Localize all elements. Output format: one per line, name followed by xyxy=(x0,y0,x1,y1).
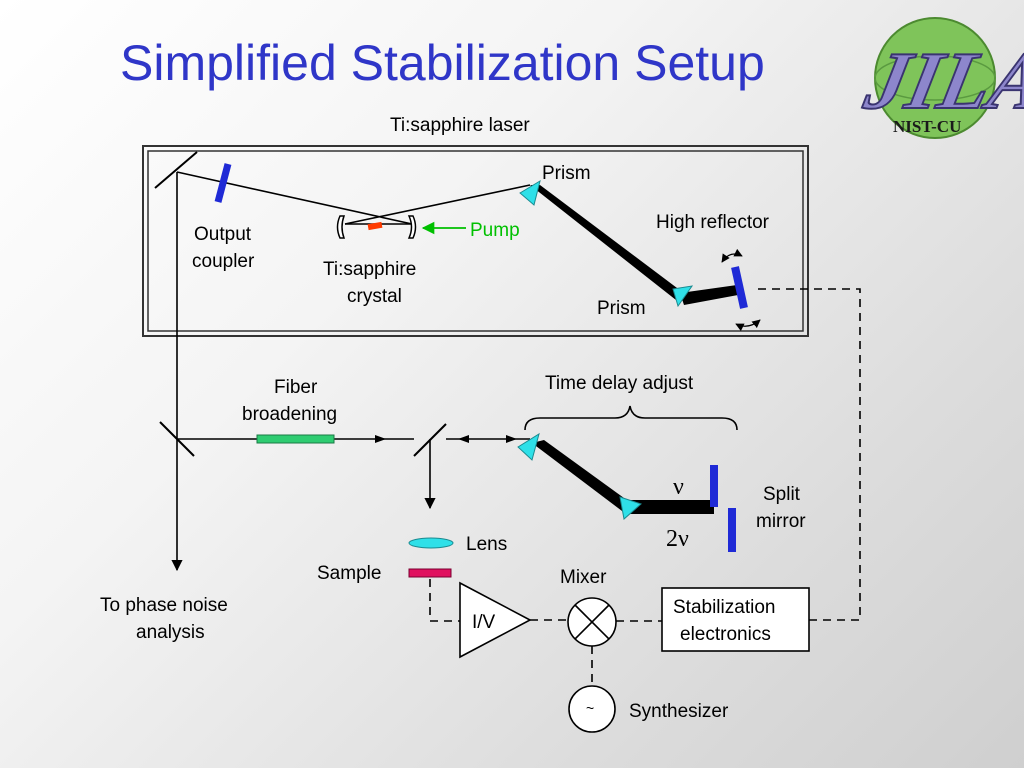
jila-logo: JILA NIST-CU xyxy=(856,17,1024,139)
prism-delay-1 xyxy=(517,432,540,461)
split-mirror-label-2: mirror xyxy=(756,511,806,532)
synthesizer xyxy=(568,685,616,733)
time-delay-label: Time delay adjust xyxy=(545,373,694,394)
two-nu-label: 2ν xyxy=(666,526,689,552)
mixer xyxy=(567,597,617,647)
split-mirror-label-1: Split xyxy=(763,484,801,505)
crystal-label-2: crystal xyxy=(347,286,402,307)
prism-bottom-label: Prism xyxy=(597,298,646,319)
output-coupler-label-2: coupler xyxy=(192,251,255,272)
lens-label: Lens xyxy=(466,534,507,555)
fiber xyxy=(256,434,335,444)
ti-sapphire-crystal xyxy=(367,221,383,231)
feedback-line xyxy=(752,288,861,621)
high-reflector-label: High reflector xyxy=(656,212,770,233)
mixer-label: Mixer xyxy=(560,567,607,588)
prism-top xyxy=(519,179,541,206)
prism-top-label: Prism xyxy=(542,163,591,184)
curved-mirror-right xyxy=(407,215,417,239)
logo-subtitle: NIST-CU xyxy=(893,117,961,136)
stabilization-label-2: electronics xyxy=(680,624,771,645)
fold-mirror xyxy=(154,151,198,189)
dispersed-beam-cavity xyxy=(530,185,685,300)
pump-label: Pump xyxy=(470,220,520,241)
iv-amplifier xyxy=(459,581,532,659)
stabilization-electronics-box xyxy=(661,587,810,652)
iv-label: I/V xyxy=(472,612,496,633)
synthesizer-label: Synthesizer xyxy=(629,701,729,722)
output-coupler xyxy=(214,163,232,203)
sample xyxy=(408,568,452,578)
sample-label: Sample xyxy=(317,563,381,584)
crystal-label-1: Ti:sapphire xyxy=(323,259,416,280)
output-coupler-label-1: Output xyxy=(194,224,252,245)
laser-label: Ti:sapphire laser xyxy=(390,115,530,136)
logo-letters: JILA xyxy=(857,35,1024,126)
dispersed-beam-delay xyxy=(532,440,635,514)
high-reflector xyxy=(731,266,748,309)
phase-noise-label-1: To phase noise xyxy=(100,595,228,616)
stabilization-label-1: Stabilization xyxy=(673,597,775,618)
prism-bottom xyxy=(672,285,694,308)
page-title: Simplified Stabilization Setup xyxy=(120,35,765,91)
split-mirror-upper xyxy=(710,465,718,507)
fiber-label-1: Fiber xyxy=(274,377,318,398)
curved-mirror-left xyxy=(336,215,346,239)
tilt-arrow-top xyxy=(721,248,743,263)
laser-box-outer xyxy=(142,145,809,337)
synthesizer-symbol: ~ xyxy=(586,700,594,716)
split-mirror-lower xyxy=(728,508,736,552)
lens xyxy=(408,537,454,549)
laser-box-inner xyxy=(147,150,804,332)
fiber-label-2: broadening xyxy=(242,404,337,425)
nu-label: ν xyxy=(673,474,684,500)
tilt-arrow-bottom xyxy=(735,319,761,332)
phase-noise-label-2: analysis xyxy=(136,622,205,643)
time-delay-brace xyxy=(524,405,738,431)
prism-delay-2 xyxy=(619,496,642,520)
